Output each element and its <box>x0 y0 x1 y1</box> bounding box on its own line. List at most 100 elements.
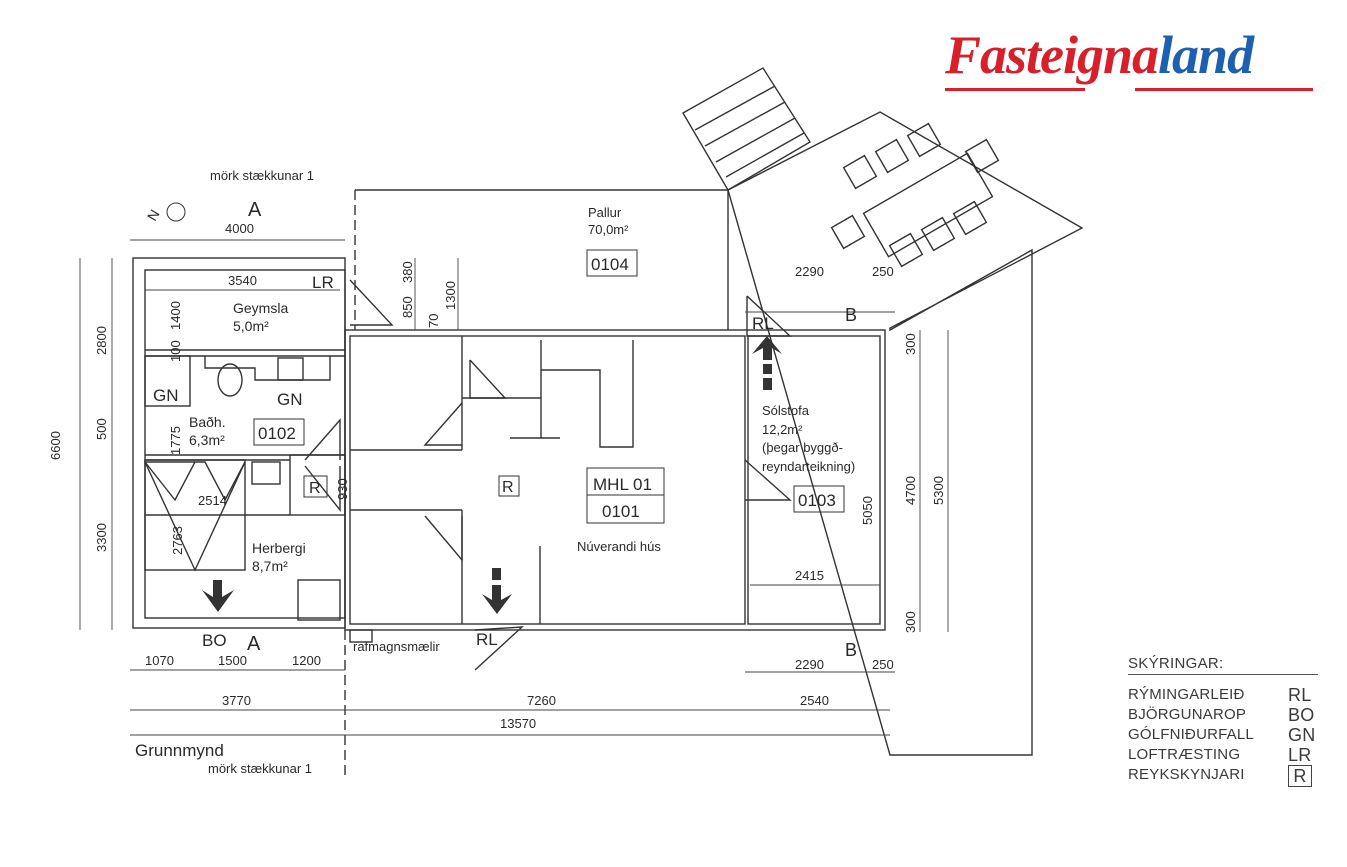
room-note-solstofa-1: (þegar byggð- <box>762 440 843 455</box>
room-id-box-0104 <box>586 249 638 277</box>
logo-part-land: land <box>1158 25 1254 85</box>
dim-250-bottom: 250 <box>872 657 894 672</box>
symbol-r-hall: R <box>309 480 321 497</box>
room-id-box-0102 <box>253 418 305 446</box>
toilet <box>217 363 243 397</box>
dim-250-top: 250 <box>872 264 894 279</box>
dim-100: 100 <box>168 340 183 362</box>
dim-380: 380 <box>400 261 415 283</box>
deck-outline <box>727 111 1084 756</box>
dim-5300: 5300 <box>931 476 946 505</box>
legend-code-wrap: R <box>1288 765 1318 787</box>
logo-underline-left <box>945 88 1085 91</box>
room-name-herbergi: Herbergi <box>252 540 306 556</box>
room-name-pallur: Pallur <box>588 205 622 220</box>
shower-area <box>144 355 191 407</box>
room-id-0101: 0101 <box>602 502 640 521</box>
dim-2800: 2800 <box>94 326 109 355</box>
dim-1070: 1070 <box>145 653 174 668</box>
dim-4700: 4700 <box>903 476 918 505</box>
symbol-rl-solstofa: RL <box>752 314 774 333</box>
dim-6600: 6600 <box>48 431 63 460</box>
room-area-pallur: 70,0m² <box>588 222 629 237</box>
room-id-0102: 0102 <box>258 424 296 443</box>
dim-1400: 1400 <box>168 301 183 330</box>
dining-table <box>862 152 994 258</box>
room-id-0104: 0104 <box>591 255 629 274</box>
section-mark-b-top: B <box>845 305 857 325</box>
dim-4000: 4000 <box>225 221 254 236</box>
dimension-lines <box>79 239 949 736</box>
smoke-detector-box-main <box>498 475 520 497</box>
dim-7260: 7260 <box>527 693 556 708</box>
legend-label: BJÖRGUNAROP <box>1128 706 1247 723</box>
dim-3540: 3540 <box>228 273 257 288</box>
dim-1775: 1775 <box>168 426 183 455</box>
stairs <box>682 67 811 191</box>
chairs <box>830 122 1000 268</box>
plan-title: Grunnmynd <box>135 741 224 760</box>
room-area-badh: 6,3m² <box>189 432 225 448</box>
symbol-gn-shower: GN <box>153 386 179 405</box>
legend-label: RÝMINGARLEIÐ <box>1128 686 1245 703</box>
symbol-r-main: R <box>502 479 514 496</box>
legend-code: RL <box>1288 685 1312 705</box>
room-note-solstofa-2: reyndarteikning) <box>762 459 855 474</box>
dim-930: 930 <box>335 478 350 500</box>
room-area-herbergi: 8,7m² <box>252 558 288 574</box>
legend-item: LOFTRÆSTING LR <box>1128 745 1318 765</box>
section-mark-b-bottom: B <box>845 640 857 660</box>
boundary-label-bottom: mörk stækkunar 1 <box>208 761 312 776</box>
dim-2290-top: 2290 <box>795 264 824 279</box>
dim-2290-bottom: 2290 <box>795 657 824 672</box>
dim-1200: 1200 <box>292 653 321 668</box>
dim-2415: 2415 <box>795 568 824 583</box>
legend-item: BJÖRGUNAROP BO <box>1128 705 1318 725</box>
room-id-0103: 0103 <box>798 491 836 510</box>
legend-code: BO <box>1288 705 1315 725</box>
legend-item: GÓLFNIÐURFALL GN <box>1128 725 1318 745</box>
dim-2540: 2540 <box>800 693 829 708</box>
sink <box>277 357 304 381</box>
symbol-bo: BO <box>202 631 227 650</box>
north-icon <box>166 202 186 222</box>
dim-300-top: 300 <box>903 333 918 355</box>
section-mark-a-bottom: A <box>247 633 261 655</box>
legend-label: LOFTRÆSTING <box>1128 746 1241 763</box>
dim-2763: 2763 <box>170 526 185 555</box>
symbol-gn-bath: GN <box>277 390 303 409</box>
dim-13570: 13570 <box>500 716 536 731</box>
dim-3770: 3770 <box>222 693 251 708</box>
dim-500: 500 <box>94 418 109 440</box>
dim-5050: 5050 <box>860 496 875 525</box>
legend-item: REYKSKYNJARI R <box>1128 765 1318 787</box>
unit-label: MHL 01 <box>593 475 652 494</box>
room-name-geymsla: Geymsla <box>233 300 288 316</box>
logo-part-fasteigna: Fasteigna <box>945 25 1159 85</box>
exit-arrow-herbergi <box>202 580 234 612</box>
legend-code: LR <box>1288 745 1312 765</box>
boundary-label-top: mörk stækkunar 1 <box>210 168 314 183</box>
meter-label: rafmagnsmælir <box>353 639 440 654</box>
legend-code: GN <box>1288 725 1316 745</box>
dim-850: 850 <box>400 296 415 318</box>
exit-arrows <box>202 336 782 614</box>
symbol-lr: LR <box>312 273 334 292</box>
dim-1300: 1300 <box>443 281 458 310</box>
room-name-badh: Baðh. <box>189 414 226 430</box>
room-area-geymsla: 5,0m² <box>233 318 269 334</box>
legend-label: REYKSKYNJARI <box>1128 766 1245 783</box>
room-id-box-0103 <box>793 485 845 513</box>
legend-code-boxed: R <box>1288 765 1312 787</box>
dim-2514: 2514 <box>198 493 227 508</box>
dim-70: 70 <box>426 314 441 328</box>
section-mark-a-top: A <box>248 199 262 221</box>
exit-arrow-solstofa <box>752 336 782 360</box>
legend-label: GÓLFNIÐURFALL <box>1128 726 1254 743</box>
dim-1500: 1500 <box>218 653 247 668</box>
symbol-rl-main: RL <box>476 630 498 649</box>
main-house-wall <box>344 329 886 631</box>
room-name-main: Núverandi hús <box>577 539 661 554</box>
